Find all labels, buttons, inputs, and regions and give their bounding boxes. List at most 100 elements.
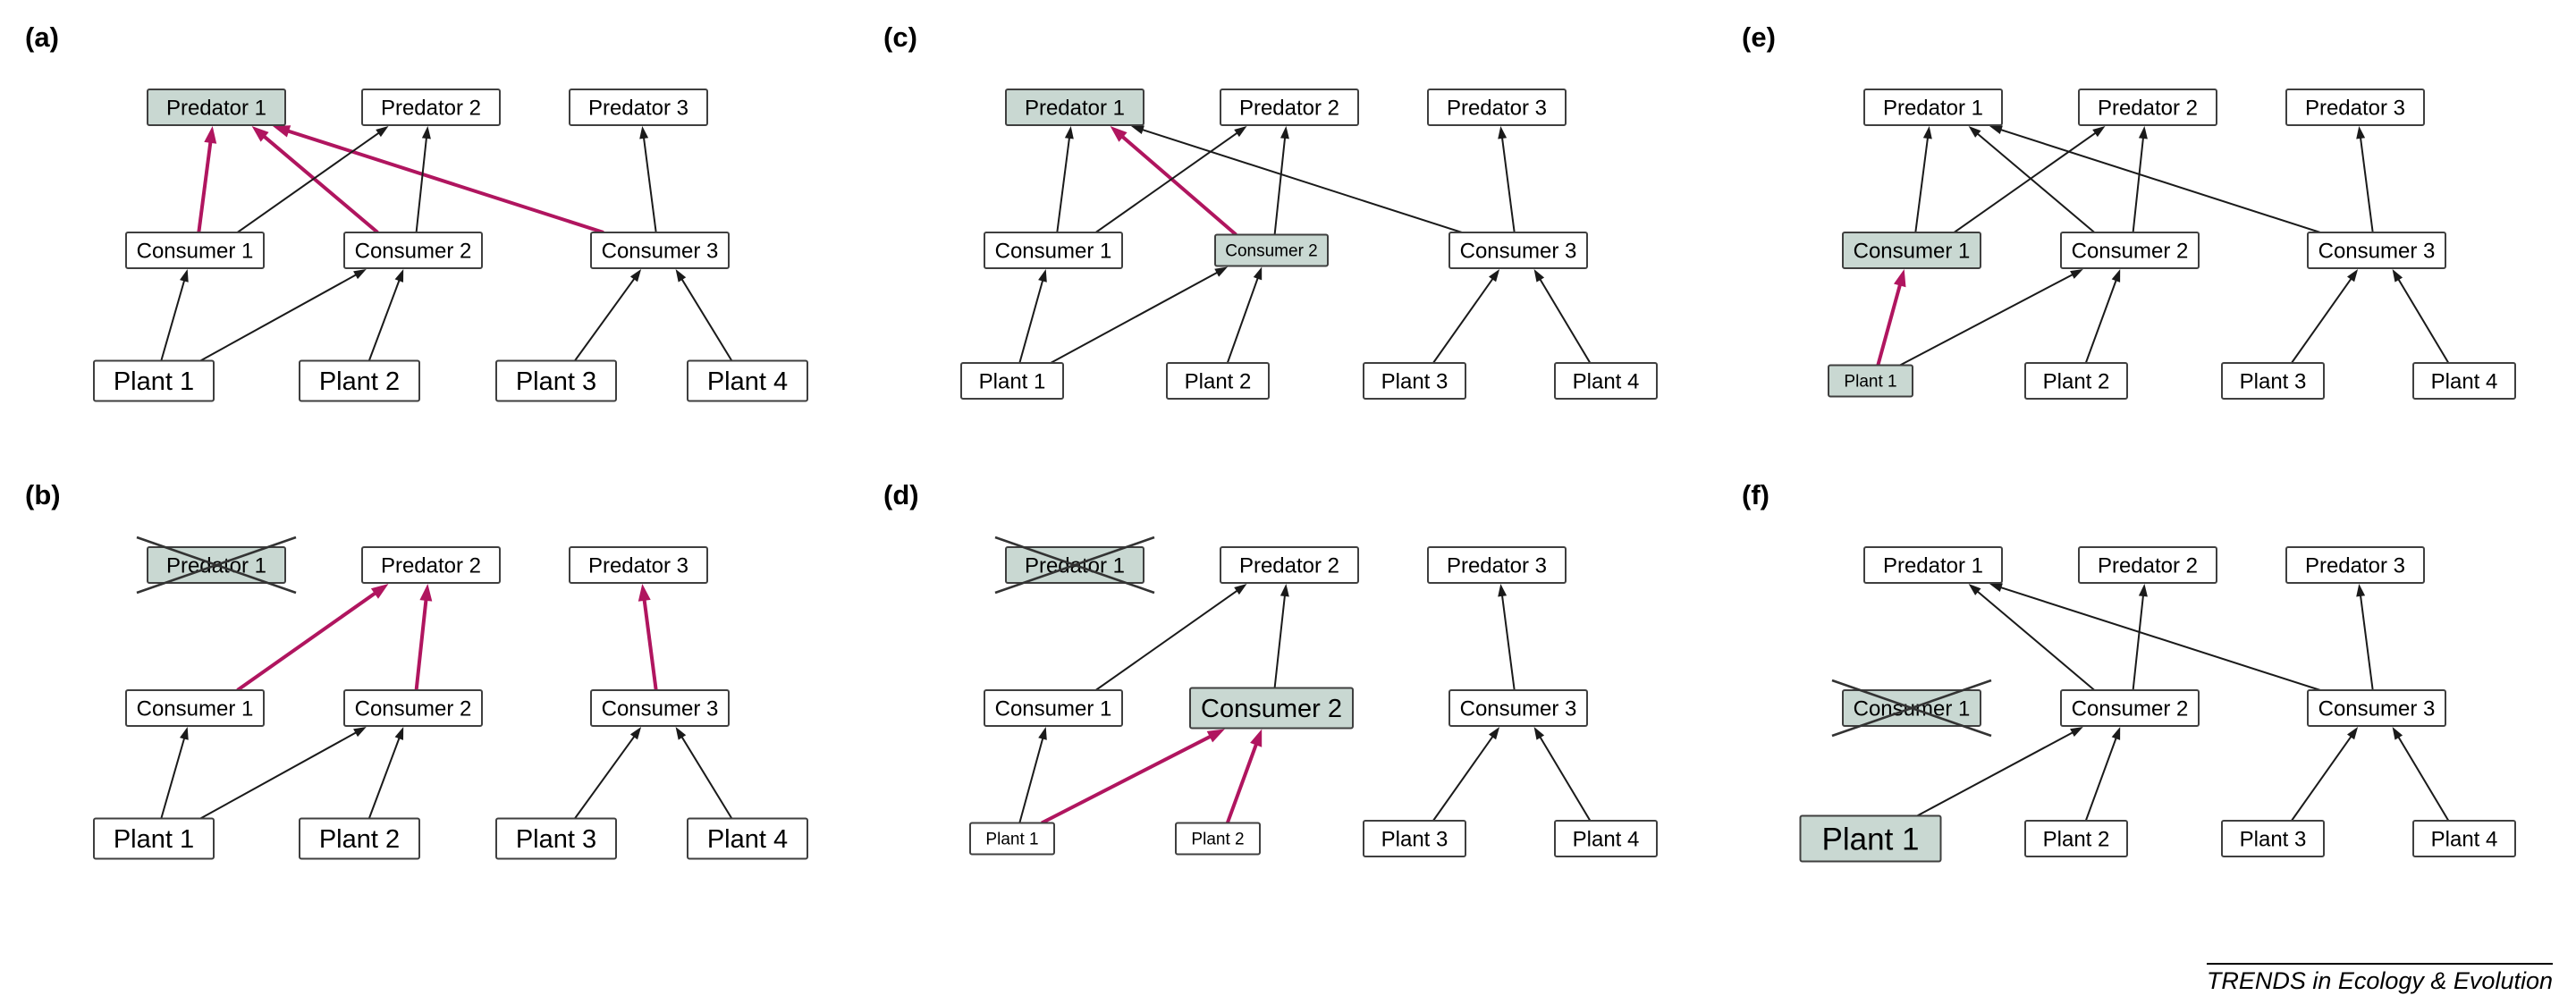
node-box <box>93 817 215 860</box>
arrowhead-cons1-pred2 <box>1234 126 1247 138</box>
node-label: Plant 1 <box>114 825 194 854</box>
node-box <box>125 689 265 727</box>
edge-cons3-pred1 <box>1997 586 2321 691</box>
arrowhead-plant1-cons1 <box>1894 269 1906 288</box>
edge-cons1-pred2 <box>1094 587 1240 691</box>
arrowhead-plant3-cons3 <box>2347 727 2359 740</box>
node-pred3: Predator 3 <box>1427 89 1567 126</box>
node-cons2: Consumer 2 <box>2060 689 2200 727</box>
edge-cons1-pred2 <box>236 130 382 233</box>
arrowhead-cons1-pred2 <box>2092 126 2106 138</box>
edge-plant1-cons1 <box>160 277 186 361</box>
arrowhead-cons2-pred2 <box>2138 584 2148 597</box>
arrowhead-plant1-cons2 <box>353 269 367 280</box>
node-box <box>495 359 617 402</box>
node-label: Consumer 1 <box>1854 239 1971 263</box>
node-box <box>2412 362 2516 400</box>
node-label: Consumer 2 <box>355 239 472 263</box>
edge-plant3-cons3 <box>574 733 638 820</box>
edge-plant4-cons3 <box>2395 734 2450 822</box>
node-box <box>969 822 1055 856</box>
figure-credit-block: TRENDS in Ecology & Evolution <box>2206 963 2553 995</box>
edge-cons3-pred3 <box>642 134 657 233</box>
node-label: Plant 2 <box>319 825 400 854</box>
node-plant1: Plant 1 <box>1799 814 1942 863</box>
node-box <box>960 362 1064 400</box>
node-box <box>2078 546 2217 584</box>
node-plant3: Plant 3 <box>2221 362 2325 400</box>
node-box <box>1448 689 1588 727</box>
node-label: Plant 1 <box>985 831 1038 849</box>
arrowhead-plant1-cons2 <box>2070 727 2083 737</box>
node-pred2: Predator 2 <box>1220 89 1359 126</box>
node-plant4: Plant 4 <box>687 359 808 402</box>
node-label: Consumer 1 <box>995 696 1112 721</box>
node-cons3: Consumer 3 <box>590 232 730 269</box>
node-box <box>1828 364 1913 398</box>
node-box <box>687 817 808 860</box>
edge-plant3-cons3 <box>1432 275 1496 364</box>
arrowhead-cons3-pred3 <box>638 584 651 602</box>
node-label: Predator 3 <box>2305 96 2405 120</box>
node-box <box>1863 89 2003 126</box>
node-plant1: Plant 1 <box>960 362 1064 400</box>
node-cons2: Consumer 2 <box>343 232 483 269</box>
node-cons2: Consumer 2 <box>1214 233 1329 267</box>
node-box <box>2285 89 2425 126</box>
node-box <box>1799 814 1942 863</box>
arrowhead-plant1-cons2 <box>353 727 367 738</box>
node-label: Predator 3 <box>1447 553 1547 578</box>
node-plant1: Plant 1 <box>93 359 215 402</box>
node-label: Plant 3 <box>516 367 596 396</box>
node-box <box>361 546 501 584</box>
node-box <box>2024 362 2128 400</box>
arrowhead-plant3-cons3 <box>2347 269 2359 283</box>
node-label: Consumer 3 <box>2318 239 2436 263</box>
node-box <box>569 546 708 584</box>
arrowhead-cons3-pred1 <box>273 125 291 138</box>
node-box <box>2024 820 2128 857</box>
arrowhead-plant1-cons1 <box>180 269 189 283</box>
edge-plant4-cons3 <box>2395 276 2450 364</box>
edge-cons2-pred1 <box>1974 131 2096 233</box>
edge-plant1-cons2 <box>199 272 359 362</box>
node-box <box>299 817 420 860</box>
node-cons3: Consumer 3 <box>2307 232 2446 269</box>
arrowhead-cons3-pred3 <box>2356 584 2366 597</box>
extinction-cross-line <box>1831 679 1992 738</box>
panel-label: (e) <box>1742 21 1776 53</box>
arrowhead-plant3-cons3 <box>629 727 642 740</box>
arrowhead-cons1-pred2 <box>1234 584 1247 595</box>
node-box <box>495 817 617 860</box>
node-label: Predator 1 <box>1883 96 1983 120</box>
arrowhead-cons3-pred3 <box>639 126 649 139</box>
arrowhead-cons1-pred2 <box>370 584 389 599</box>
node-box <box>125 232 265 269</box>
node-pred3: Predator 3 <box>1427 546 1567 584</box>
node-plant3: Plant 3 <box>1363 362 1466 400</box>
panels-grid: Predator 1 Predator 2 Predator 3 Consumer 1… <box>13 7 2576 923</box>
node-box <box>2412 820 2516 857</box>
node-box <box>93 359 215 402</box>
arrowhead-plant4-cons3 <box>1533 269 1545 283</box>
arrowhead-plant1-cons2 <box>1206 729 1225 743</box>
edge-cons3-pred1 <box>1997 128 2321 233</box>
node-label: Consumer 1 <box>995 239 1112 263</box>
edge-cons2-pred2 <box>2132 134 2145 233</box>
node-cons1: Consumer 1 <box>1842 232 1981 269</box>
node-box <box>1189 687 1354 730</box>
node-cons1: Consumer 1 <box>1831 679 1992 738</box>
node-plant2: Plant 2 <box>2024 362 2128 400</box>
node-pred2: Predator 2 <box>1220 546 1359 584</box>
node-label: Predator 3 <box>2305 553 2405 578</box>
edge-cons3-pred3 <box>2359 592 2374 691</box>
node-label: Plant 4 <box>2431 369 2498 393</box>
arrowhead-cons2-pred2 <box>2138 126 2148 139</box>
edge-cons3-pred3 <box>1500 592 1516 691</box>
node-label: Predator 2 <box>1239 553 1339 578</box>
arrowhead-plant1-cons1 <box>180 727 189 740</box>
